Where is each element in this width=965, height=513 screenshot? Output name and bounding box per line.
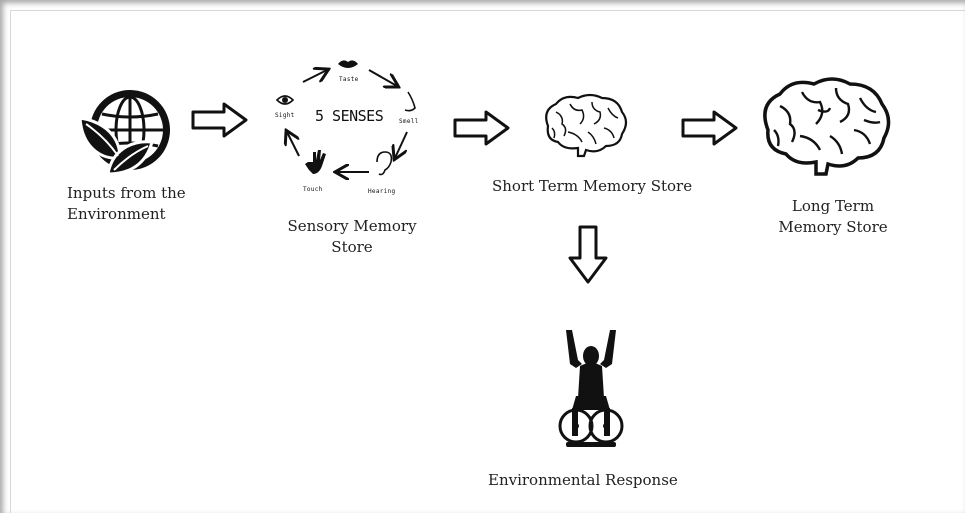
five-senses-cycle: 5 SENSES Taste Smell Hearing Touch Sight — [265, 52, 435, 202]
arrow-right-3 — [681, 110, 738, 146]
nose-icon — [404, 91, 416, 112]
senses-cycle-arrows — [275, 60, 416, 202]
sense-smell: Smell — [399, 118, 419, 125]
five-senses-title: 5 SENSES — [315, 107, 384, 125]
ear-icon — [376, 151, 393, 176]
sensory-label-line1: Sensory Memory — [287, 217, 417, 235]
sense-sight: Sight — [275, 112, 295, 119]
inputs-label-line2: Environment — [67, 205, 166, 223]
sensory-label-line2: Store — [331, 238, 373, 256]
environmental-response-label: Environmental Response — [488, 471, 678, 489]
sensory-label: Sensory Memory Store — [286, 216, 418, 258]
inputs-label: Inputs from the Environment — [67, 183, 186, 225]
small-brain-icon — [545, 93, 628, 158]
wheelchair-person-icon — [558, 330, 624, 447]
sense-taste: Taste — [339, 76, 359, 83]
long-term-label: Long Term Memory Store — [774, 196, 892, 238]
sense-touch: Touch — [303, 186, 323, 193]
eye-icon — [275, 95, 295, 105]
arrow-down — [568, 225, 608, 284]
sense-hearing: Hearing — [368, 188, 396, 195]
long-term-label-line1: Long Term — [791, 197, 875, 215]
inputs-label-line1: Inputs from the — [67, 184, 186, 202]
long-term-label-line2: Memory Store — [778, 218, 888, 236]
hand-icon — [305, 150, 326, 174]
lips-icon — [338, 60, 358, 68]
arrow-right-1 — [191, 102, 248, 138]
large-brain-icon — [763, 77, 891, 176]
arrow-right-2 — [453, 110, 510, 146]
globe-leaves-icon — [78, 90, 170, 176]
short-term-label: Short Term Memory Store — [492, 177, 693, 195]
